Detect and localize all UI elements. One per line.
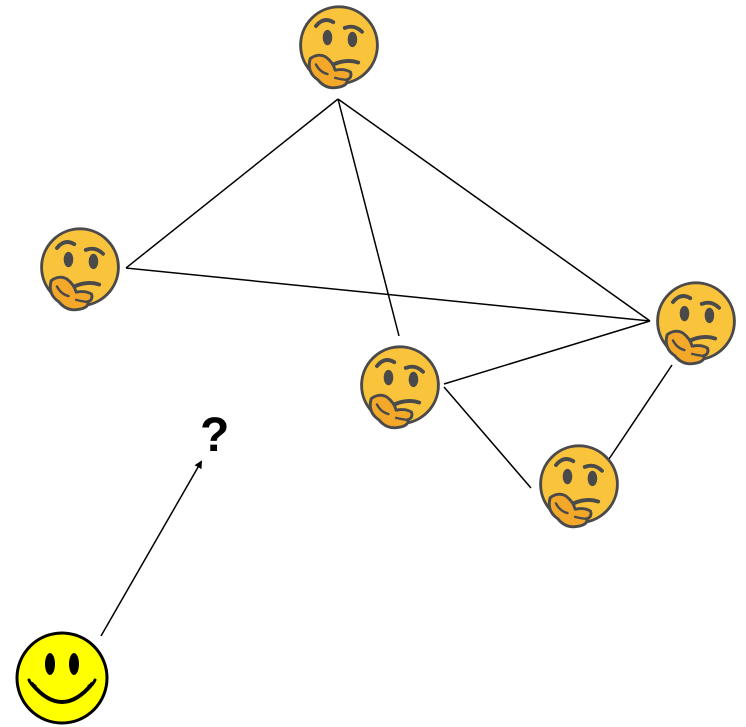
thinking-face-icon-bottom-right — [538, 443, 620, 529]
question-mark-label: ? — [200, 409, 229, 462]
edge-top-left — [125, 98, 339, 269]
edges — [125, 98, 673, 489]
edge-top-middle — [337, 98, 400, 337]
thinking-face-icon-left — [39, 226, 121, 312]
smiley-face-icon — [15, 631, 109, 725]
edge-middle-right — [443, 320, 651, 385]
thinking-face-icon-right — [655, 280, 737, 366]
edge-left-right — [125, 267, 651, 322]
thinking-face-icon-top — [298, 4, 380, 90]
edge-top-right — [337, 98, 651, 322]
edge-right-bottom-right — [606, 364, 673, 463]
arrow — [100, 460, 202, 637]
thinking-face-icon-middle — [359, 344, 441, 430]
edge-middle-bottom-right — [443, 386, 532, 489]
